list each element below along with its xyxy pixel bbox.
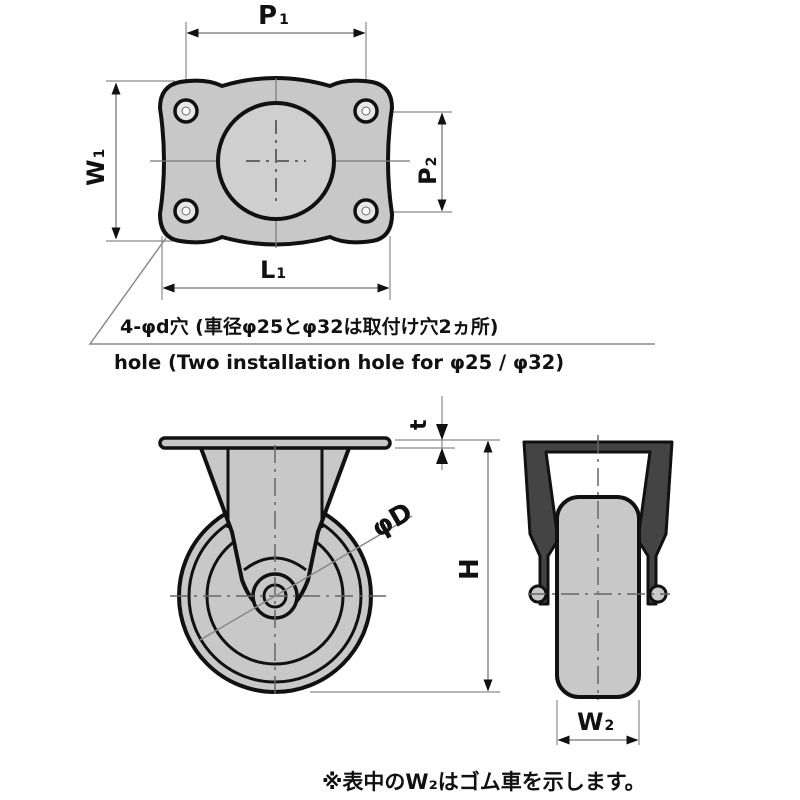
label-l1: L1 [260, 256, 286, 284]
label-w2: W2 [577, 708, 614, 736]
mounting-hole [173, 98, 199, 124]
mounting-hole [353, 98, 379, 124]
top-view-plate [88, 22, 655, 345]
hole-note-english: hole (Two installation hole for φ25 / φ3… [114, 351, 565, 374]
label-w1: W1 [82, 149, 110, 186]
label-p2: P2 [414, 157, 442, 185]
side-view-caster [158, 396, 500, 695]
front-view-caster [522, 435, 674, 745]
label-t: t [407, 419, 432, 430]
footnote: ※表中のW₂はゴム車を示します。 [322, 770, 646, 794]
mounting-hole [173, 198, 199, 224]
label-height: H [455, 558, 485, 580]
mounting-hole [353, 198, 379, 224]
label-diameter: φD [367, 497, 418, 544]
hole-note-japanese: 4-φd穴 (車径φ25とφ32は取付け穴2ヵ所) [120, 316, 499, 338]
